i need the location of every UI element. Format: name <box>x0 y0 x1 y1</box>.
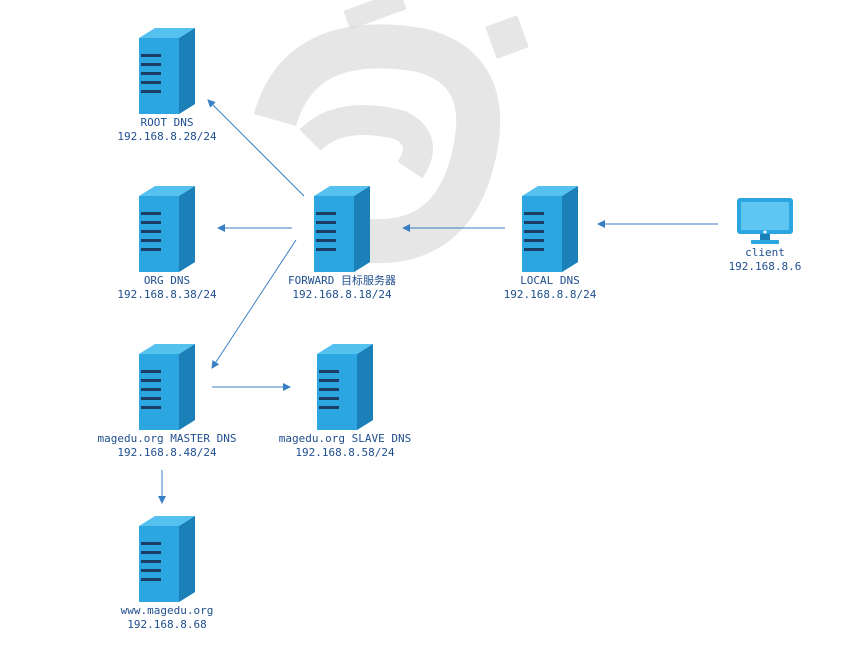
node-name: magedu.org SLAVE DNS <box>278 432 412 445</box>
node-name: ROOT DNS <box>140 116 194 129</box>
node-ip: 192.168.8.48/24 <box>117 446 217 459</box>
node-name: ORG DNS <box>143 274 191 287</box>
edges <box>158 99 718 504</box>
server-icon <box>139 344 195 430</box>
node-root-dns: ROOT DNS 192.168.8.28/24 <box>92 28 242 144</box>
node-forward: FORWARD 目标服务器 192.168.8.18/24 <box>262 186 422 302</box>
node-ip: 192.168.8.68 <box>127 618 207 631</box>
edge-forward-to-root <box>207 99 305 197</box>
node-org-dns: ORG DNS 192.168.8.38/24 <box>92 186 242 302</box>
logo-watermark-text <box>343 0 529 59</box>
node-name: www.magedu.org <box>120 604 214 617</box>
node-name: magedu.org MASTER DNS <box>97 432 237 445</box>
server-icon <box>317 344 373 430</box>
node-local-dns: LOCAL DNS 192.168.8.8/24 <box>475 186 625 302</box>
node-name: LOCAL DNS <box>520 274 580 287</box>
server-icon <box>522 186 578 272</box>
server-icon <box>139 28 195 114</box>
server-icon <box>139 516 195 602</box>
node-client: client 192.168.8.6 <box>715 196 815 274</box>
node-ip: 192.168.8.6 <box>728 260 802 273</box>
edge-forward-to-master <box>211 239 297 369</box>
node-ip: 192.168.8.28/24 <box>117 130 217 143</box>
node-ip: 192.168.8.8/24 <box>503 288 597 301</box>
server-icon <box>139 186 195 272</box>
node-slave-dns: magedu.org SLAVE DNS 192.168.8.58/24 <box>260 344 430 460</box>
node-ip: 192.168.8.58/24 <box>295 446 395 459</box>
node-ip: 192.168.8.18/24 <box>292 288 392 301</box>
node-name: FORWARD 目标服务器 <box>288 274 396 287</box>
node-ip: 192.168.8.38/24 <box>117 288 217 301</box>
node-master-dns: magedu.org MASTER DNS 192.168.8.48/24 <box>82 344 252 460</box>
node-www: www.magedu.org 192.168.8.68 <box>92 516 242 632</box>
node-name: client <box>745 246 785 259</box>
monitor-icon <box>737 198 793 244</box>
server-icon <box>314 186 370 272</box>
logo-watermark <box>253 24 501 264</box>
